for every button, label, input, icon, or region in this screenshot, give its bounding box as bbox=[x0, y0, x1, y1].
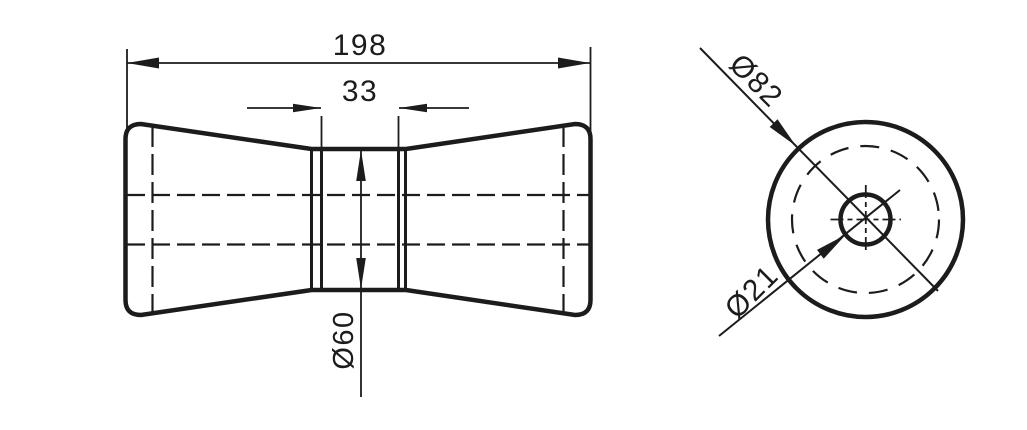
dim-hub-width-arrow-right bbox=[399, 103, 427, 113]
dim-hub-diameter-arrow-down bbox=[356, 258, 366, 289]
dim-outer-diameter-label: Ø82 bbox=[723, 48, 790, 115]
dim-bore-diameter-arrow bbox=[817, 234, 846, 259]
dim-hub-diameter-arrow-up bbox=[356, 150, 366, 181]
end-view: Ø82 Ø21 bbox=[699, 47, 966, 337]
dim-bore-diameter: Ø21 bbox=[718, 189, 901, 337]
dim-hub-width-label: 33 bbox=[342, 75, 378, 108]
dim-outer-diameter-arrow bbox=[769, 119, 796, 146]
dim-hub-width: 33 bbox=[247, 75, 469, 148]
side-view: 198 33 Ø60 bbox=[123, 29, 593, 397]
dim-hub-width-arrow-left bbox=[293, 103, 321, 113]
dim-length-arrow-right bbox=[558, 57, 590, 69]
dim-bore-diameter-leader bbox=[718, 189, 901, 337]
dim-length-label: 198 bbox=[333, 29, 388, 62]
dim-bore-diameter-label: Ø21 bbox=[719, 259, 786, 326]
dim-hub-diameter: Ø60 bbox=[328, 150, 366, 397]
outer-circle bbox=[765, 119, 966, 320]
dim-hub-diameter-label: Ø60 bbox=[328, 310, 360, 369]
dim-length-arrow-left bbox=[127, 57, 159, 69]
dim-outer-diameter-leader bbox=[699, 47, 939, 292]
roller-body-outline bbox=[123, 121, 593, 318]
dim-overall-length: 198 bbox=[126, 29, 592, 137]
hub-hidden-circle bbox=[790, 144, 941, 295]
